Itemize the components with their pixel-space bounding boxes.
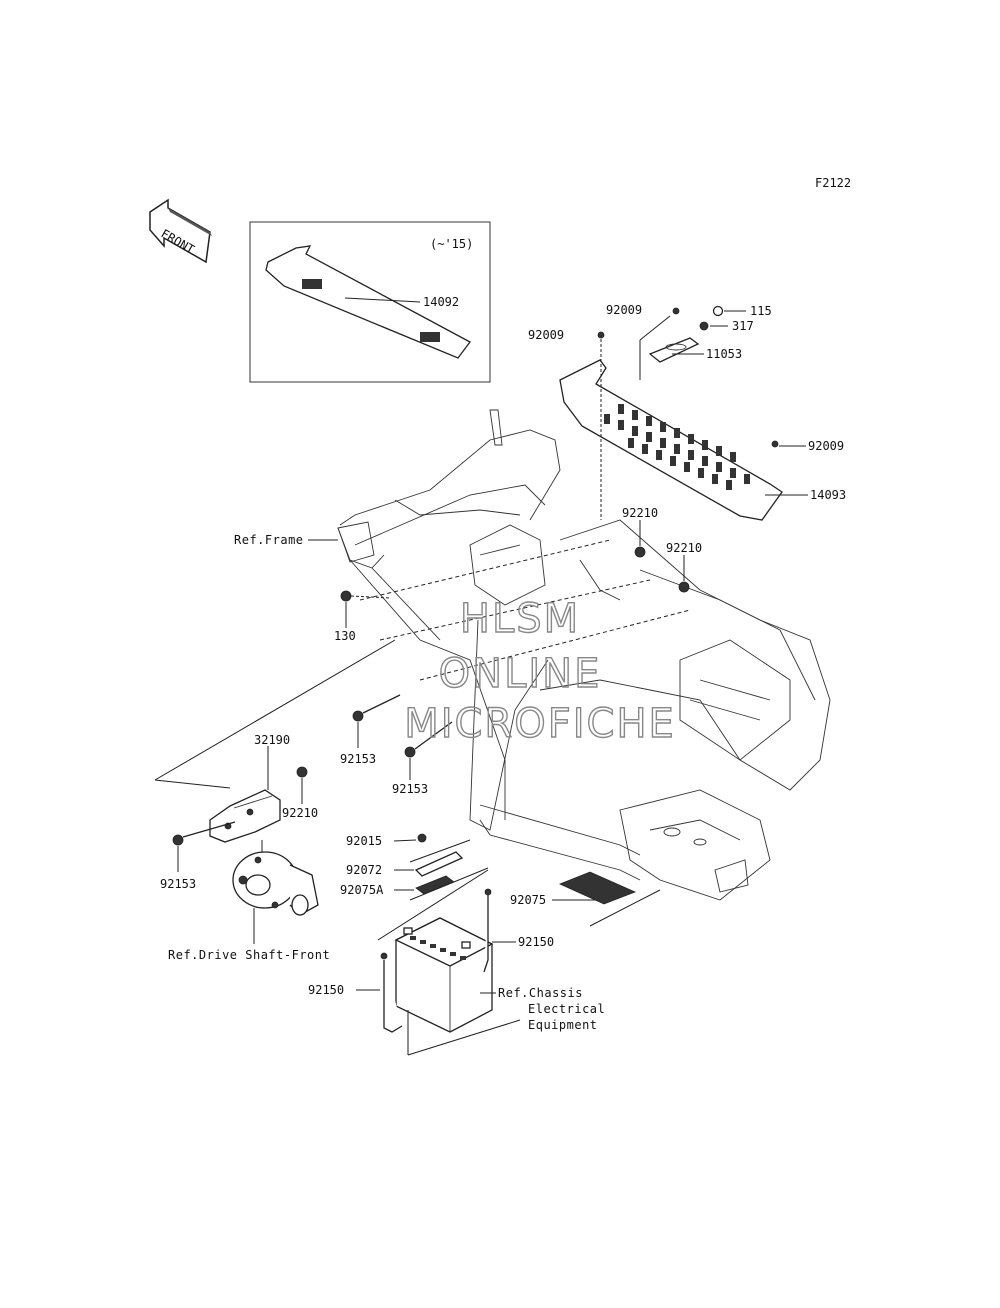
part-92075: 92075 [510,893,546,907]
part-92153-a: 92153 [340,752,376,766]
part-92210-a: 92210 [622,506,658,520]
phantom-lines [359,539,691,681]
part-317: 317 [732,319,754,333]
battery [394,917,494,1033]
part-130: 130 [334,629,356,643]
long-bolt-icon [404,721,453,758]
nut-icon [296,766,308,778]
inset-note: (~'15) [430,237,473,251]
long-bolt-icon [172,821,236,846]
skid-plate-14093 [559,359,783,521]
ref-chassis-1: Ref.Chassis [498,986,583,1000]
part-92153-c: 92153 [160,877,196,891]
nut-icon [634,546,646,558]
nut-icon [699,321,709,331]
nut-icon [678,581,690,593]
bolt-icon [597,331,605,339]
bolt-icon [712,305,724,317]
ref-chassis-3: Equipment [528,1018,598,1032]
part-92210-b: 92210 [666,541,702,555]
front-differential [232,851,319,916]
inset-box [249,221,491,383]
skid-plate-14092 [265,245,471,359]
pad-92075A [415,875,455,895]
watermark-line-2: ONLINE [439,651,602,697]
nut-icon [417,833,427,843]
part-92009-right: 92009 [808,439,844,453]
part-92075A: 92075A [340,883,384,897]
part-115: 115 [750,304,772,318]
part-92150-a: 92150 [518,935,554,949]
bolt-icon [672,307,680,315]
part-92015: 92015 [346,834,382,848]
part-92150-b: 92150 [308,983,344,997]
part-92153-b: 92153 [392,782,428,796]
ref-drive-shaft: Ref.Drive Shaft-Front [168,948,330,962]
battery-rod-right [483,888,492,973]
figure-code: F2122 [815,176,851,190]
ref-frame: Ref.Frame [234,533,304,547]
pad-92075 [558,871,637,905]
part-92009-top: 92009 [606,303,642,317]
watermark-line-1: HLSM [460,596,580,642]
battery-rod-left [380,952,403,1033]
part-92072: 92072 [346,863,382,877]
bolt-icon [340,590,352,602]
watermark-line-3: MICROFICHE [404,701,676,747]
front-arrow-icon: FRONT [149,198,212,264]
part-14093: 14093 [810,488,846,502]
part-92009-left: 92009 [528,328,564,342]
part-92210-c: 92210 [282,806,318,820]
bracket-11053 [648,337,700,363]
watermark: HLSM ONLINE MICROFICHE [403,595,676,747]
part-11053: 11053 [706,347,742,361]
mount-bracket-32190 [209,789,281,843]
bolt-icon [771,440,779,448]
long-bolt-icon [352,694,401,722]
strap-92072 [414,851,464,877]
part-14092: 14092 [423,295,459,309]
part-32190: 32190 [254,733,290,747]
ref-chassis-2: Electrical [528,1002,605,1016]
